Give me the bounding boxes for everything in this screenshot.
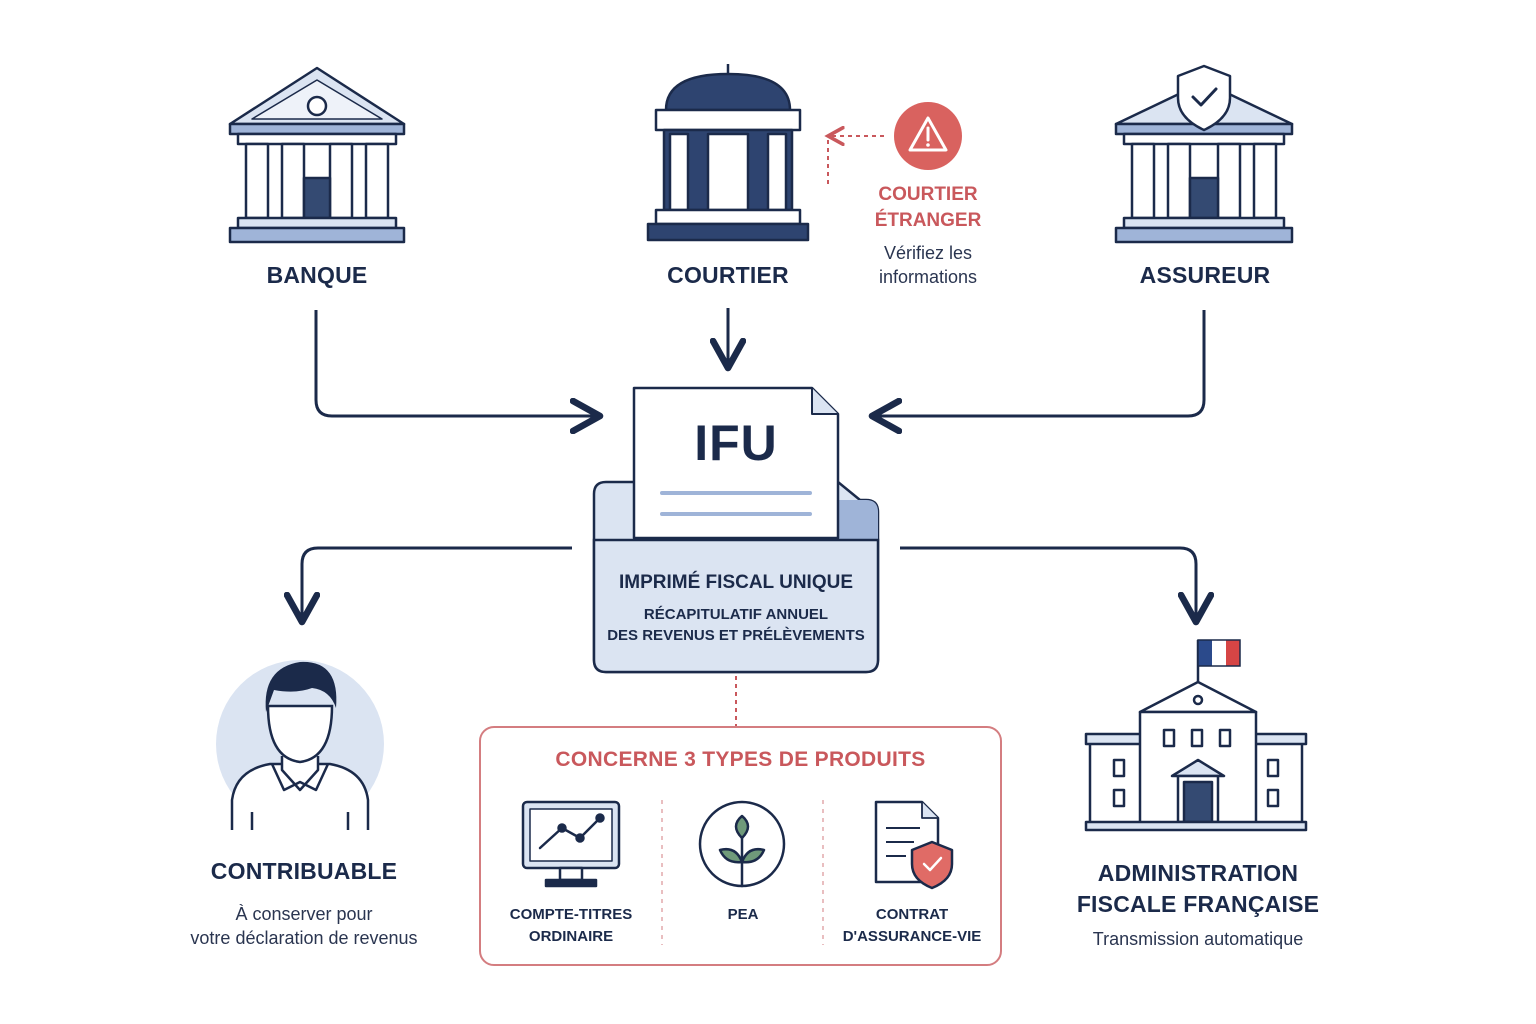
ifu-subtitle-line2: DES REVENUS ET PRÉLÈVEMENTS (607, 627, 865, 644)
product-assurance-vie: CONTRAT D'ASSURANCE-VIE (830, 904, 994, 948)
product-compte-titres-line2: ORDINAIRE (528, 928, 614, 945)
product-pea: PEA (672, 904, 814, 926)
administration-title-line2: FISCALE FRANÇAISE (1076, 891, 1320, 917)
france-flag-icon (1197, 639, 1241, 667)
connector-ifu-to-taxpayer (302, 546, 572, 622)
ifu-acronym: IFU (694, 415, 778, 471)
contract-shield-icon (874, 800, 954, 890)
alert-warning-icon (894, 102, 962, 170)
products-heading: CONCERNE 3 TYPES DE PRODUITS (555, 748, 926, 771)
ifu-document-icon (632, 386, 840, 540)
product-assurance-vie-line1: CONTRAT (875, 906, 949, 923)
warning-text: Vérifiez les informations (848, 241, 1008, 289)
broker-label: COURTIER (667, 262, 789, 288)
ifu-subtitle-line1: RÉCAPITULATIF ANNUEL (643, 606, 829, 623)
product-compte-titres: COMPTE-TITRES ORDINAIRE (490, 904, 652, 948)
warning-title-line1: COURTIER (878, 184, 978, 205)
ifu-title: IMPRIMÉ FISCAL UNIQUE (619, 572, 853, 593)
connector-bank-to-ifu (314, 310, 600, 416)
administration-text: Transmission automatique (1092, 929, 1304, 949)
insurer-label: ASSUREUR (1139, 262, 1271, 288)
connector-insurer-to-ifu (872, 310, 1206, 416)
taxpayer-text-line1: À conserver pour (235, 904, 373, 924)
chart-monitor-icon (521, 800, 621, 888)
plant-icon (698, 800, 786, 888)
connector-ifu-to-administration (900, 546, 1196, 622)
product-compte-titres-line1: COMPTE-TITRES (509, 906, 633, 923)
product-assurance-vie-line2: D'ASSURANCE-VIE (842, 928, 982, 945)
ifu-folder-front (592, 538, 880, 674)
administration-building-icon (1084, 640, 1308, 832)
warning-text-line1: Vérifiez les (883, 243, 973, 263)
taxpayer-text-line2: votre déclaration de revenus (190, 928, 418, 948)
taxpayer-text: À conserver pour votre déclaration de re… (154, 902, 454, 950)
administration-title-line1: ADMINISTRATION (1097, 860, 1299, 886)
taxpayer-title: CONTRIBUABLE (210, 858, 398, 884)
product-pea-line1: PEA (727, 906, 759, 923)
bank-label: BANQUE (266, 262, 368, 288)
connector-warning-to-broker (828, 136, 884, 188)
warning-title: COURTIER ÉTRANGER (848, 182, 1008, 234)
warning-text-line2: informations (878, 267, 978, 287)
bank-building-icon (228, 66, 406, 244)
shield-check-icon (1176, 64, 1232, 132)
administration-title: ADMINISTRATION FISCALE FRANÇAISE (1048, 858, 1348, 920)
ifu-subtitle: RÉCAPITULATIF ANNUEL DES REVENUS ET PRÉL… (594, 604, 878, 646)
warning-title-line2: ÉTRANGER (874, 210, 982, 231)
broker-building-icon (646, 64, 810, 242)
taxpayer-avatar-icon (216, 660, 384, 830)
